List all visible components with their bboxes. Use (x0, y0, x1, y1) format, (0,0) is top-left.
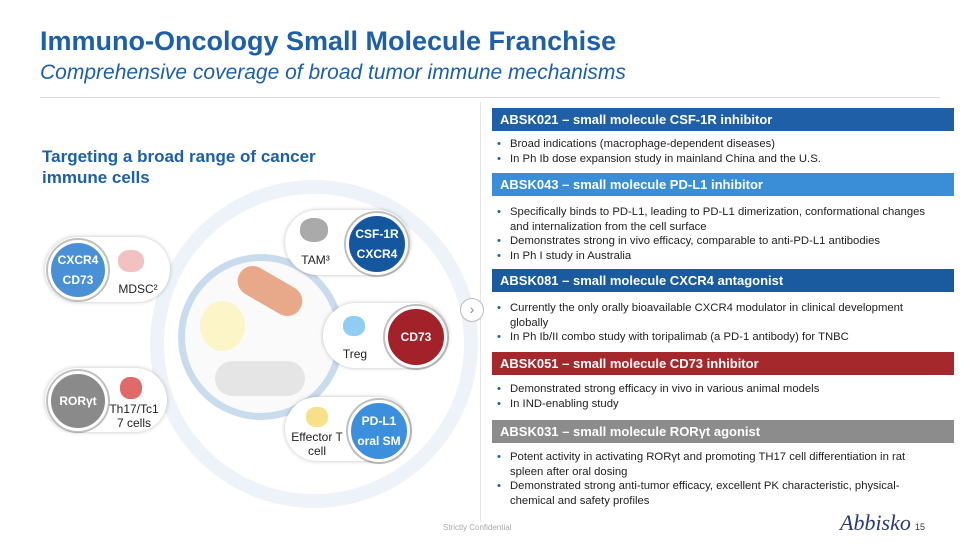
mdsc-label: MDSC² (118, 282, 158, 296)
chevron-right-icon[interactable]: › (460, 298, 484, 322)
bullet: Demonstrated strong efficacy in vivo in … (497, 382, 927, 397)
target-label: CXCR4 (57, 253, 99, 267)
program-header-absk081: ABSK081 – small molecule CXCR4 antagonis… (492, 269, 954, 292)
target-label: CD73 (62, 273, 94, 287)
tumor-cells-shape (215, 361, 305, 396)
lymph-node-shape (200, 301, 245, 351)
section-heading: Targeting a broad range of cancer immune… (42, 147, 316, 187)
bullet: In Ph Ib dose expansion study in mainlan… (497, 152, 927, 167)
bullet: In Ph Ib/II combo study with toripalimab… (497, 330, 927, 345)
tam-target-badge: CSF-1R CXCR4 (346, 213, 408, 275)
program-bullets-absk031: Potent activity in activating RORγt and … (497, 450, 927, 508)
target-label: RORγt (59, 394, 97, 408)
mdsc-cell-icon (118, 250, 144, 272)
page-title: Immuno-Oncology Small Molecule Franchise (40, 26, 617, 56)
treg-cell-icon (343, 316, 365, 336)
th17-cell-icon (120, 377, 142, 399)
program-header-absk031: ABSK031 – small molecule RORγt agonist (492, 420, 954, 443)
divider (40, 97, 940, 98)
tam-label: TAM³ (301, 253, 330, 267)
program-bullets-absk043: Specifically binds to PD-L1, leading to … (497, 205, 927, 263)
confidential-note: Strictly Confidential (443, 523, 512, 532)
program-bullets-absk081: Currently the only orally bioavailable C… (497, 301, 927, 345)
effector-label: Effector T cell (291, 430, 343, 458)
vessel-shape (232, 260, 308, 322)
bullet: Currently the only orally bioavailable C… (497, 301, 927, 330)
bullet: Demonstrated strong anti-tumor efficacy,… (497, 479, 927, 508)
th17-target-badge: RORγt (48, 371, 108, 431)
program-header-absk021: ABSK021 – small molecule CSF-1R inhibito… (492, 108, 954, 131)
th17-label: Th17/Tc1 7 cells (109, 402, 159, 430)
target-label: CSF-1R (355, 227, 399, 241)
tumor-microenvironment-illustration (178, 254, 344, 420)
target-label: CD73 (400, 330, 432, 344)
treg-label: Treg (342, 347, 368, 361)
effector-cell-icon (306, 407, 328, 427)
effector-target-badge: PD-L1 oral SM (348, 400, 410, 462)
target-label: PD-L1 (361, 414, 397, 428)
program-bullets-absk051: Demonstrated strong efficacy in vivo in … (497, 382, 927, 411)
program-bullets-absk021: Broad indications (macrophage-dependent … (497, 137, 927, 166)
page-subtitle: Comprehensive coverage of broad tumor im… (40, 61, 626, 84)
bullet: Demonstrates strong in vivo efficacy, co… (497, 234, 927, 249)
treg-target-badge: CD73 (385, 306, 447, 368)
tam-cell-icon (300, 218, 328, 242)
bullet: Broad indications (macrophage-dependent … (497, 137, 927, 152)
target-label: CXCR4 (356, 247, 398, 261)
bullet: In Ph I study in Australia (497, 249, 927, 264)
bullet: In IND-enabling study (497, 397, 927, 412)
bullet: Potent activity in activating RORγt and … (497, 450, 927, 479)
bullet: Specifically binds to PD-L1, leading to … (497, 205, 927, 234)
company-logo: Abbisko (840, 510, 911, 535)
program-header-absk051: ABSK051 – small molecule CD73 inhibitor (492, 352, 954, 375)
page-number: 15 (915, 522, 926, 532)
target-label: oral SM (357, 434, 401, 448)
program-header-absk043: ABSK043 – small molecule PD-L1 inhibitor (492, 173, 954, 196)
